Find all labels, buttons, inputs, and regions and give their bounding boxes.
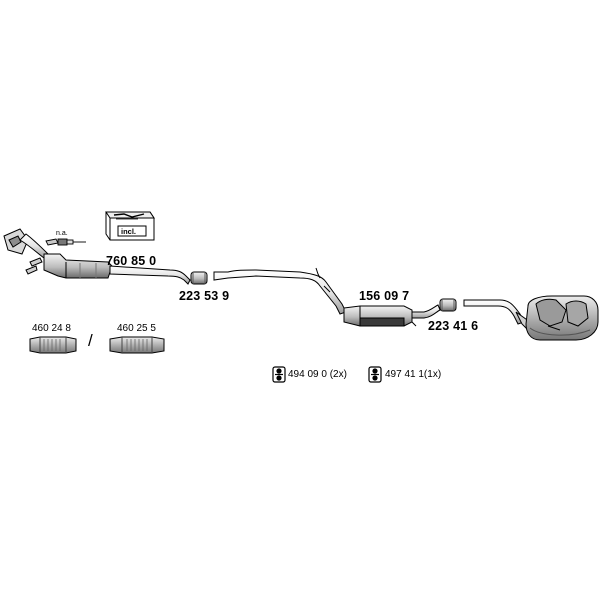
clamp-rear xyxy=(439,298,457,312)
hardware-kit-box xyxy=(105,211,155,241)
front-pipe-catalyst xyxy=(3,228,191,285)
rear-silencer xyxy=(463,295,599,341)
part-number-clamp-rear: 223 41 6 xyxy=(428,319,479,333)
rubber-mount-icon-a xyxy=(272,366,286,383)
part-number-flex-pipe-a: 460 24 8 xyxy=(32,323,71,334)
part-number-clamp-front: 223 53 9 xyxy=(179,289,230,303)
rubber-mount-icon-b xyxy=(368,366,382,383)
flex-pipe-b xyxy=(109,336,165,354)
flex-pipe-a xyxy=(29,336,77,354)
part-number-flex-pipe-b: 460 25 5 xyxy=(117,323,156,334)
part-number-mount-b: 497 41 1(1x) xyxy=(385,369,442,380)
lambda-sensor xyxy=(45,238,86,246)
clamp-front xyxy=(190,271,208,285)
middle-pipe xyxy=(213,267,347,315)
part-number-mount-a: 494 09 0 (2x) xyxy=(288,369,347,380)
part-number-front-pipe: 760 85 0 xyxy=(106,254,157,268)
part-number-center-silencer: 156 09 7 xyxy=(359,289,410,303)
not-available-label: n.a. xyxy=(56,230,68,237)
included-label: incl. xyxy=(121,227,137,236)
separator-slash: / xyxy=(88,331,93,350)
center-silencer xyxy=(343,304,441,327)
